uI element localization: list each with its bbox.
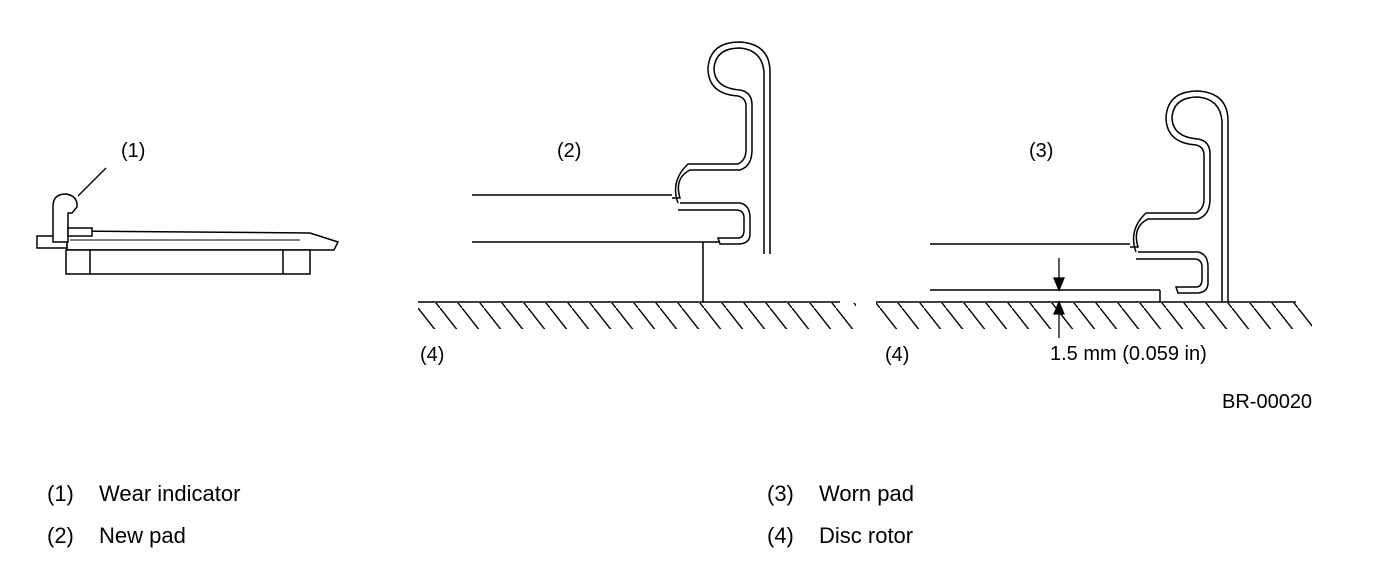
legend-number: (3) xyxy=(767,481,794,506)
leader-line-1 xyxy=(77,167,107,197)
brake-pad-wear-diagram: (1) (2) (3) (4) (4) 1.5 mm (0.059 in) BR… xyxy=(36,41,1313,413)
worn-pad-drawing xyxy=(930,90,1229,302)
legend-label: Wear indicator xyxy=(99,481,241,506)
legend-label: Worn pad xyxy=(819,481,914,506)
legend-number: (4) xyxy=(767,523,794,548)
pad-assembly-drawing xyxy=(36,193,340,275)
callout-worn-pad: (3) xyxy=(1029,140,1054,162)
legend-label: New pad xyxy=(99,523,186,548)
new-pad-drawing xyxy=(472,41,771,302)
diagram-drawing xyxy=(36,41,1312,338)
callout-wear-indicator: (1) xyxy=(121,140,146,162)
legend-number: (1) xyxy=(47,481,74,506)
rotor-3 xyxy=(876,301,1312,329)
callout-disc-rotor-right: (4) xyxy=(885,344,910,366)
rotor-2 xyxy=(418,301,856,329)
legend-label: Disc rotor xyxy=(819,523,914,548)
friction-material xyxy=(65,249,311,275)
thickness-dimension-arrows xyxy=(1053,258,1065,338)
callout-disc-rotor-left: (4) xyxy=(420,344,445,366)
dimension-label: 1.5 mm (0.059 in) xyxy=(1050,343,1207,365)
figure-code: BR-00020 xyxy=(1222,391,1313,413)
callout-new-pad: (2) xyxy=(557,140,582,162)
wear-indicator-drawing xyxy=(52,193,78,243)
legend-number: (2) xyxy=(47,523,74,548)
